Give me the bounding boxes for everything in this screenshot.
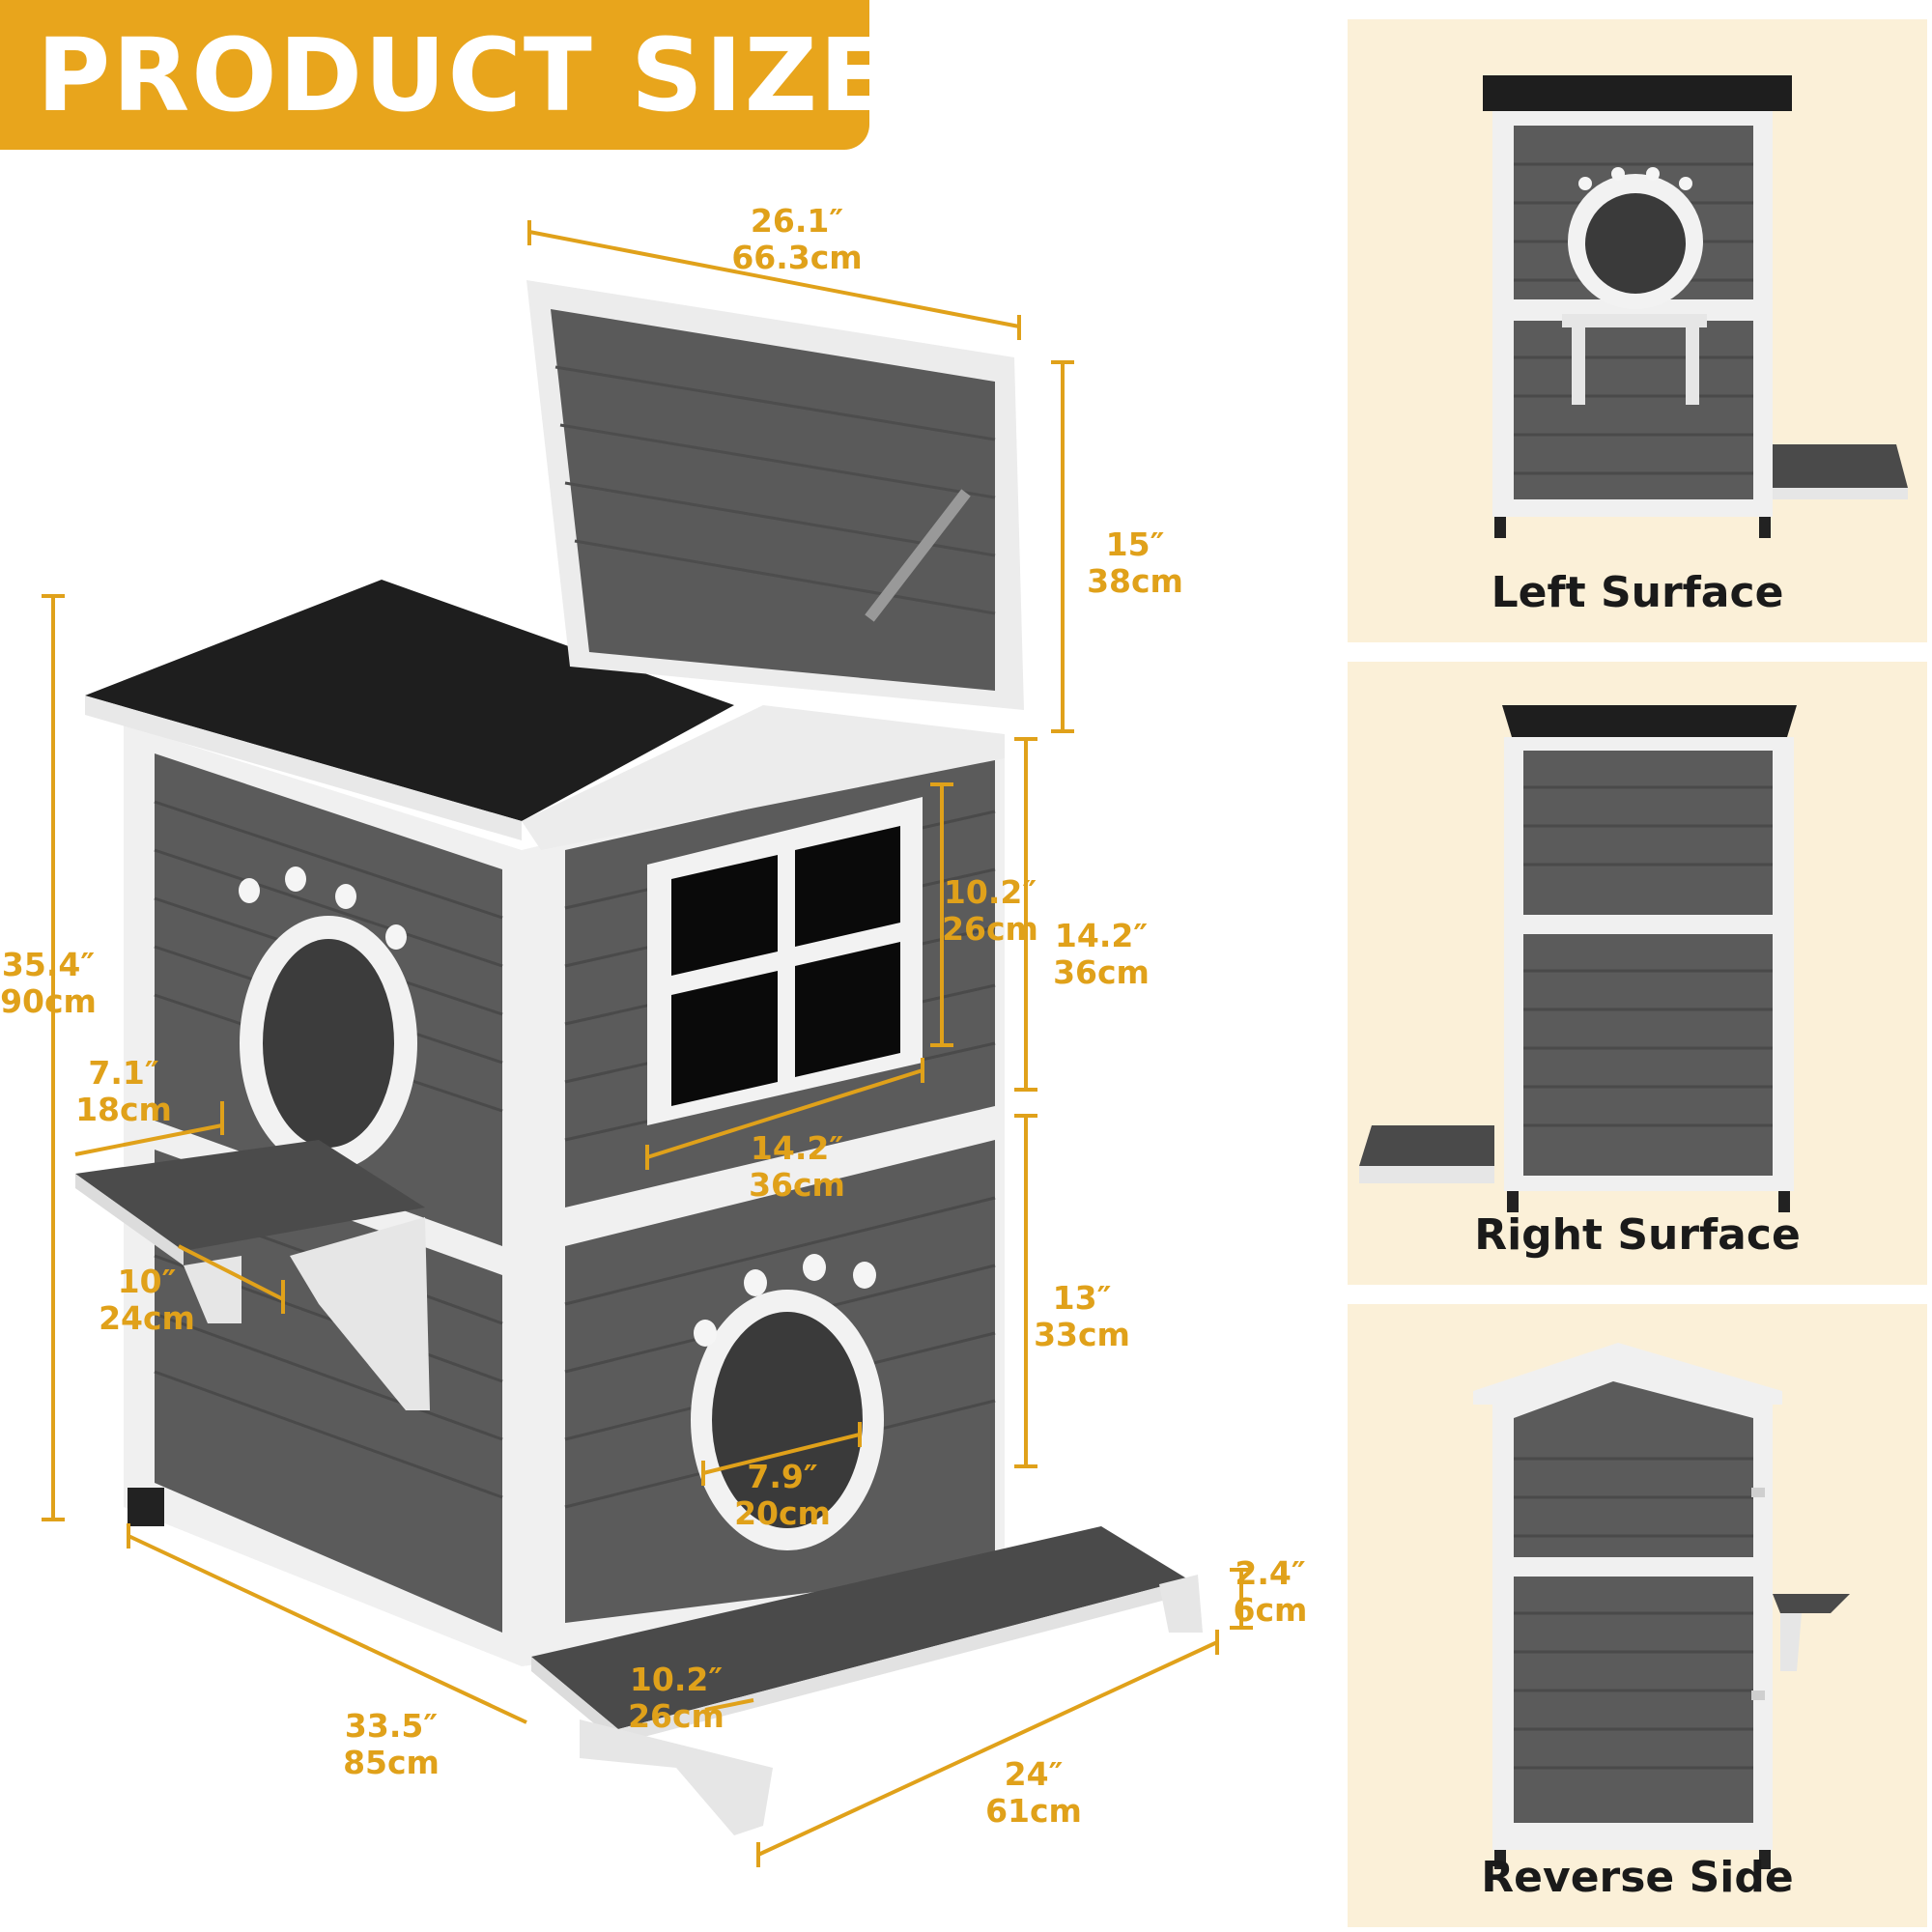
roof-gable-trim <box>522 705 1005 850</box>
dim-door-width: 7.9″20cm <box>734 1458 831 1532</box>
window-pane-bl <box>671 971 778 1106</box>
left-round-door <box>263 939 394 1148</box>
dim-step-height: 2.4″6cm <box>1233 1554 1308 1629</box>
lid-support-arm <box>865 489 971 622</box>
dim-step-depth: 10.2″26cm <box>628 1661 724 1735</box>
window-pane-br <box>795 942 900 1077</box>
view-label-reverse-side: Reverse Side <box>1481 1853 1794 1902</box>
right-surface-illustration <box>1359 705 1797 1212</box>
dim-lid-height: 15″38cm <box>1087 526 1183 600</box>
dim-shelf-width: 10″24cm <box>99 1263 195 1337</box>
view-label-left-surface: Left Surface <box>1491 568 1784 617</box>
view-panel-right-surface: Right Surface <box>1348 662 1927 1285</box>
dim-width: 24″61cm <box>985 1755 1082 1830</box>
side-shelf <box>75 1140 425 1251</box>
cat-house-illustration <box>42 220 1253 1867</box>
shelf-bracket <box>290 1217 430 1410</box>
step-bracket <box>580 1719 773 1835</box>
front-round-door <box>712 1312 863 1528</box>
dim-upper-height: 14.2″36cm <box>1053 917 1150 991</box>
view-panel-reverse-side: Reverse Side <box>1348 1304 1927 1927</box>
dim-lower-height: 13″33cm <box>1034 1279 1130 1353</box>
dim-window-height: 10.2″26cm <box>942 873 1038 948</box>
banner-title: PRODUCT SIZE <box>37 16 891 134</box>
left-paw-decor <box>239 867 407 950</box>
window-pane-tl <box>671 855 778 976</box>
left-surface-illustration <box>1483 75 1908 538</box>
dim-window-width: 14.2″36cm <box>749 1129 845 1204</box>
reverse-side-illustration <box>1473 1343 1850 1869</box>
view-panel-left-surface: Left Surface <box>1348 19 1927 642</box>
dim-total-height: 35.4″90cm <box>0 946 97 1020</box>
front-paw-decor <box>694 1254 876 1347</box>
leg-front-left <box>128 1488 164 1526</box>
window-pane-tr <box>795 826 900 947</box>
product-size-banner: PRODUCT SIZE <box>0 0 888 150</box>
dim-shelf-depth: 7.1″18cm <box>75 1054 172 1128</box>
roof-left-slope <box>85 580 734 821</box>
view-label-right-surface: Right Surface <box>1474 1210 1801 1260</box>
dimension-lines <box>42 220 1253 1867</box>
dim-length: 33.5″85cm <box>343 1707 440 1781</box>
dim-roof-width: 26.1″66.3cm <box>731 202 863 276</box>
front-step <box>531 1526 1188 1729</box>
